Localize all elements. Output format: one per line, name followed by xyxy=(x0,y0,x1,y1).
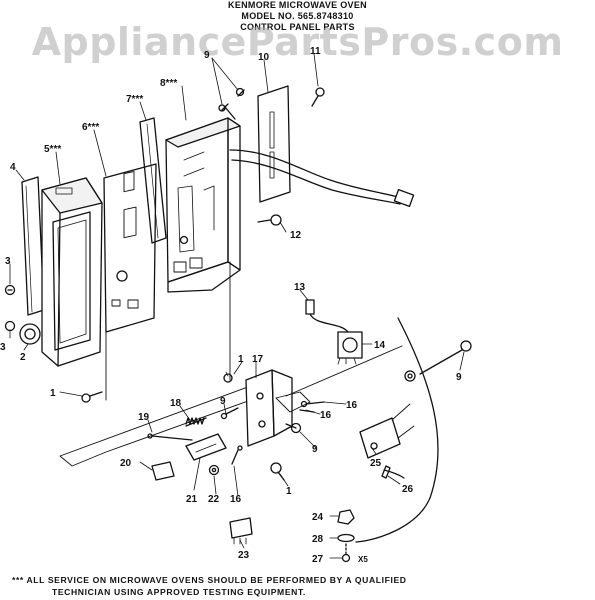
screw-9-upper xyxy=(218,103,236,120)
part-3-screw-upper xyxy=(4,284,16,296)
callout-23: 23 xyxy=(238,550,250,561)
callout-3-lower: 3 xyxy=(0,342,6,353)
callout-1-lower: 1 xyxy=(286,486,292,497)
callout-10: 10 xyxy=(258,52,270,63)
part-4-strip xyxy=(21,176,45,316)
screw-16-lower xyxy=(231,445,243,465)
callout-8: 8*** xyxy=(160,78,177,89)
callout-5: 5*** xyxy=(44,144,61,155)
part-17-switch-bracket xyxy=(245,369,311,447)
footer-line-1: *** ALL SERVICE ON MICROWAVE OVENS SHOUL… xyxy=(12,575,407,585)
part-28-washer xyxy=(337,533,355,543)
callout-3-upper: 3 xyxy=(5,256,11,267)
callout-26: 26 xyxy=(402,484,414,495)
callout-6: 6*** xyxy=(82,122,99,133)
callout-x5: X5 xyxy=(358,555,368,564)
part-18-spring xyxy=(185,417,207,427)
model-number: MODEL NO. 565.8748310 xyxy=(241,11,354,21)
part-22-washer xyxy=(208,464,220,476)
part-2-knob xyxy=(19,323,41,345)
callout-20: 20 xyxy=(120,458,132,469)
diagram-subtitle: CONTROL PANEL PARTS xyxy=(240,22,355,32)
part-26-terminal xyxy=(381,465,391,479)
screw-11 xyxy=(311,87,325,107)
part-27-screw xyxy=(341,543,351,563)
callout-1-left: 1 xyxy=(50,388,56,399)
screw-9-upper-b xyxy=(235,87,245,97)
callout-27: 27 xyxy=(312,554,324,565)
part-6-panel-board xyxy=(103,163,157,333)
screw-1-left xyxy=(81,391,103,403)
screw-15 xyxy=(300,400,325,408)
callout-13: 13 xyxy=(294,282,306,293)
part-5-control-panel-frame xyxy=(41,177,103,367)
footer-note: *** ALL SERVICE ON MICROWAVE OVENS SHOUL… xyxy=(12,574,587,598)
callout-9-center: 9 xyxy=(220,396,226,407)
callout-28: 28 xyxy=(312,534,324,545)
callout-7: 7*** xyxy=(126,94,143,105)
callout-9-top: 9 xyxy=(204,50,210,61)
callout-16-lower: 16 xyxy=(230,494,242,505)
screw-1-mid xyxy=(223,373,233,383)
part-3-screw-lower xyxy=(4,320,16,332)
callout-12: 12 xyxy=(290,230,302,241)
callout-9-mid: 9 xyxy=(312,444,318,455)
part-21-lever xyxy=(185,433,227,461)
callout-4: 4 xyxy=(10,162,16,173)
part-8-control-module xyxy=(165,117,241,293)
callout-labels: 9 10 11 8*** 7*** 6*** 5*** 4 12 3 3 2 1… xyxy=(0,46,462,565)
callout-19: 19 xyxy=(138,412,150,423)
screw-9-right xyxy=(404,340,472,382)
part-10-bracket xyxy=(257,85,291,203)
exploded-frame xyxy=(59,261,403,467)
callout-9-right: 9 xyxy=(456,372,462,383)
callout-16-right: 16 xyxy=(320,410,332,421)
callout-22: 22 xyxy=(208,494,220,505)
callout-2: 2 xyxy=(20,352,26,363)
callout-17: 17 xyxy=(252,354,264,365)
callout-18: 18 xyxy=(170,398,182,409)
watermark: AppliancePartsPros.com xyxy=(31,20,564,64)
part-14-potentiometer xyxy=(337,331,363,365)
callout-11: 11 xyxy=(310,46,321,57)
ground-wire xyxy=(355,317,439,543)
leader-lines xyxy=(9,53,465,559)
wire-harness xyxy=(229,149,415,208)
callout-14: 14 xyxy=(374,340,386,351)
part-25-switch xyxy=(359,403,415,459)
callout-21: 21 xyxy=(186,494,198,505)
callout-25: 25 xyxy=(370,458,382,469)
part-24-nut xyxy=(337,509,355,525)
part-7-membrane xyxy=(139,117,167,244)
part-20-button xyxy=(151,461,175,481)
part-19-rod xyxy=(147,433,193,441)
screw-9-center xyxy=(220,407,239,420)
screw-9-mid xyxy=(285,422,302,434)
callout-1-mid: 1 xyxy=(238,354,244,365)
part-13-connector xyxy=(305,299,349,333)
part-23-connector xyxy=(229,517,253,545)
diagram-title: KENMORE MICROWAVE OVEN xyxy=(228,0,367,10)
screw-12 xyxy=(257,214,282,226)
footer-line-2: TECHNICIAN USING APPROVED TESTING EQUIPM… xyxy=(52,587,306,597)
callout-15: 16 xyxy=(346,400,358,411)
callout-24: 24 xyxy=(312,512,324,523)
